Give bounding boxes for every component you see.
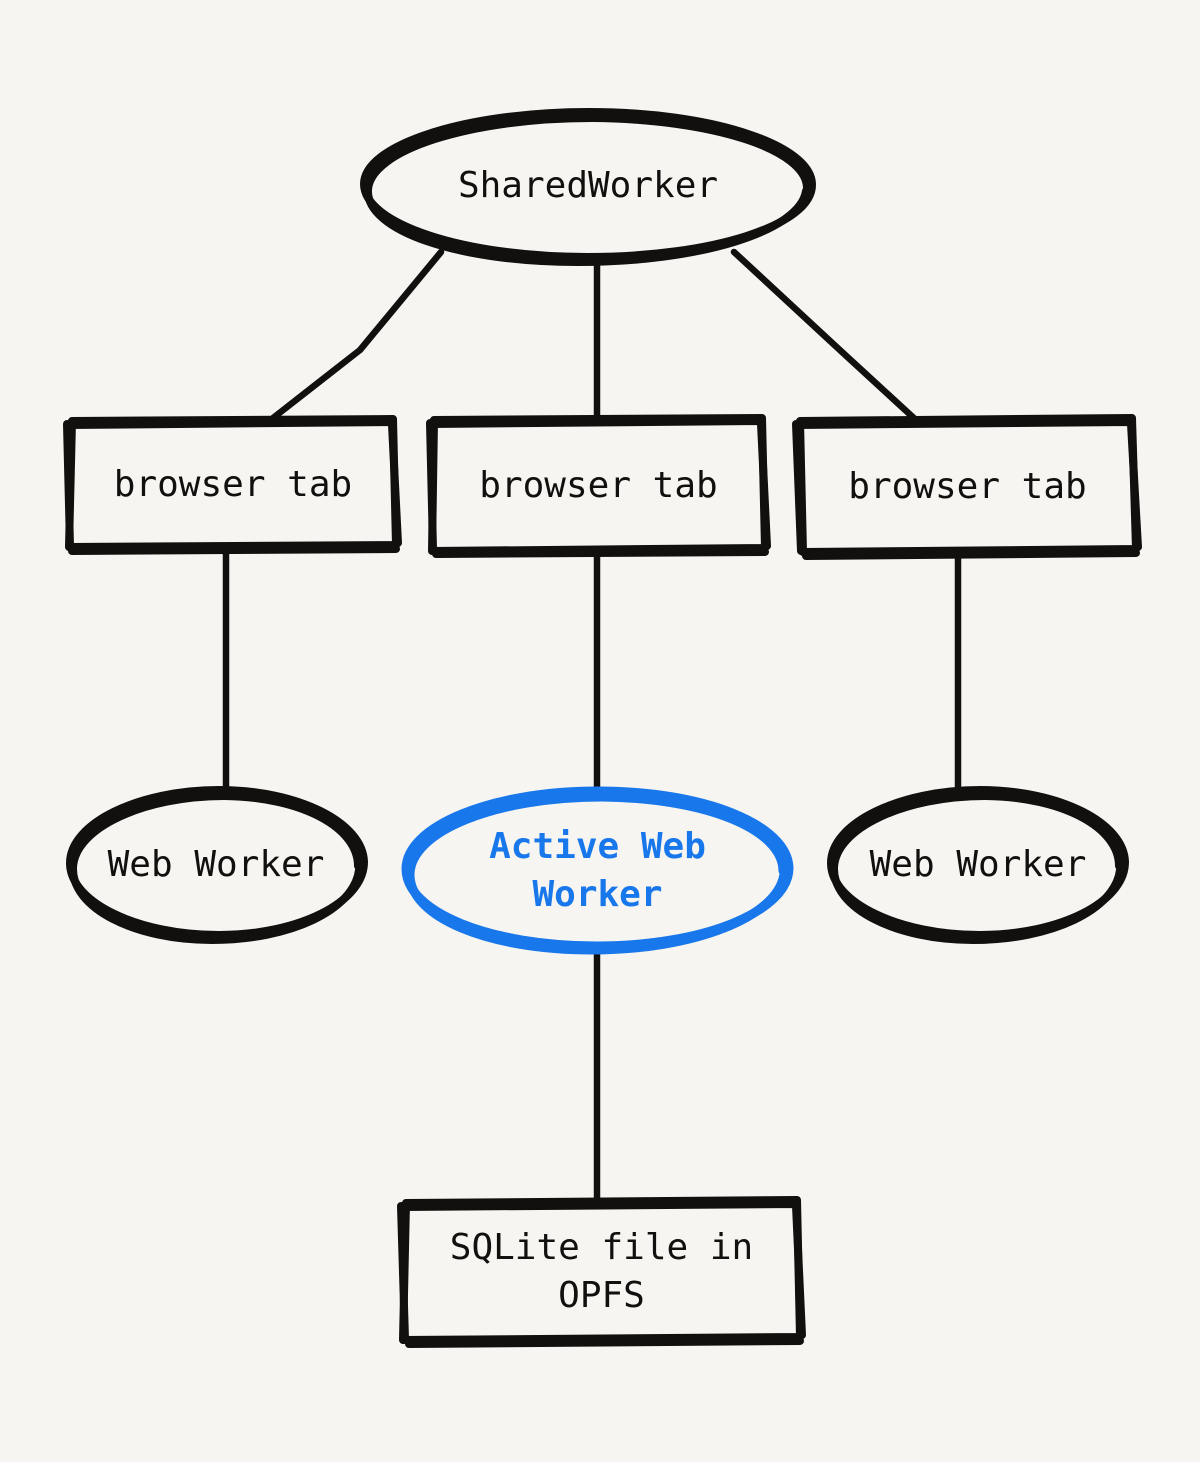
worker-right-ellipse-shape bbox=[827, 786, 1129, 944]
worker-left-ellipse-shape bbox=[66, 786, 368, 944]
tab-right-rect-shape bbox=[792, 414, 1142, 560]
tab-middle-rect-shape bbox=[426, 414, 771, 558]
shared-worker-ellipse-shape bbox=[360, 108, 816, 266]
sqlite-file-rect-shape bbox=[397, 1196, 806, 1348]
edge-sharedworker-tab-left bbox=[269, 248, 445, 422]
tab-left-rect-shape bbox=[63, 415, 402, 555]
worker-active-ellipse-shape bbox=[401, 786, 794, 955]
edge-sharedworker-tab-right bbox=[730, 248, 920, 424]
